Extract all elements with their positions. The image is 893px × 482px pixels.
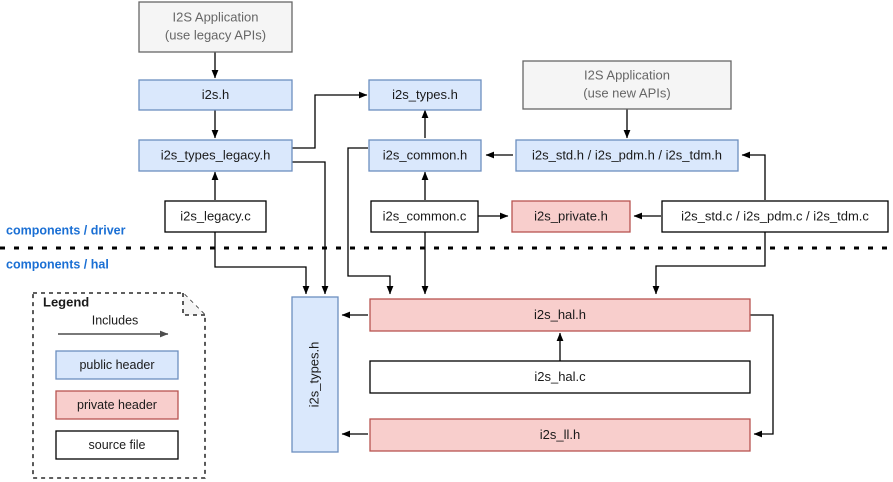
edge-types-legacy-to-types-h-top xyxy=(292,91,368,149)
node-i2s-ll-h-label: i2s_ll.h xyxy=(540,427,580,442)
edge-std-c-to-std-h xyxy=(741,151,766,200)
node-app-legacy-title: I2S Application xyxy=(172,9,258,24)
divider-label-driver: components / driver xyxy=(6,223,126,237)
node-app-new-title: I2S Application xyxy=(584,67,670,82)
node-i2s-types-legacy-h-label: i2s_types_legacy.h xyxy=(161,147,271,162)
node-i2s-types-h-top[interactable]: i2s_types.h xyxy=(368,79,482,111)
node-i2s-types-h-top-label: i2s_types.h xyxy=(392,87,458,102)
node-i2s-std-pdm-tdm-h-label: i2s_std.h / i2s_pdm.h / i2s_tdm.h xyxy=(532,147,722,162)
node-i2s-types-legacy-h[interactable]: i2s_types_legacy.h xyxy=(138,139,293,172)
node-i2s-common-h-label: i2s_common.h xyxy=(383,147,468,162)
node-i2s-legacy-c[interactable]: i2s_legacy.c xyxy=(164,200,267,233)
edge-common-h-left-down xyxy=(347,147,394,295)
node-i2s-common-c-label: i2s_common.c xyxy=(383,208,467,223)
legend-public-header-label: public header xyxy=(79,358,154,372)
edge-std-c-to-hal-h xyxy=(652,232,766,295)
legend-swatch-source-file: source file xyxy=(55,430,179,460)
node-i2s-hal-h-label: i2s_hal.h xyxy=(534,307,586,322)
node-app-legacy[interactable]: I2S Application (use legacy APIs) xyxy=(138,1,293,53)
node-i2s-types-h-vertical[interactable]: i2s_types.h xyxy=(291,296,339,453)
node-i2s-std-pdm-tdm-c[interactable]: i2s_std.c / i2s_pdm.c / i2s_tdm.c xyxy=(661,200,889,233)
edge-types-legacy-down-to-types-h xyxy=(292,161,329,295)
node-i2s-legacy-c-label: i2s_legacy.c xyxy=(180,208,251,223)
node-i2s-h[interactable]: i2s.h xyxy=(138,79,293,111)
node-app-new[interactable]: I2S Application (use new APIs) xyxy=(522,60,732,110)
edge-hal-h-to-ll-h xyxy=(750,314,774,438)
node-i2s-hal-h[interactable]: i2s_hal.h xyxy=(369,298,751,332)
legend-swatch-public-header: public header xyxy=(55,350,179,380)
node-app-legacy-subtitle: (use legacy APIs) xyxy=(165,27,266,42)
node-i2s-common-c[interactable]: i2s_common.c xyxy=(370,200,479,233)
node-i2s-std-pdm-tdm-c-label: i2s_std.c / i2s_pdm.c / i2s_tdm.c xyxy=(681,208,869,223)
legend-private-header-label: private header xyxy=(77,398,157,412)
node-app-new-subtitle: (use new APIs) xyxy=(583,85,670,100)
node-i2s-std-pdm-tdm-h[interactable]: i2s_std.h / i2s_pdm.h / i2s_tdm.h xyxy=(515,139,739,172)
node-i2s-hal-c-label: i2s_hal.c xyxy=(534,369,586,384)
node-i2s-private-h[interactable]: i2s_private.h xyxy=(511,200,631,233)
legend-title: Legend xyxy=(43,294,89,309)
node-i2s-types-h-vertical-label: i2s_types.h xyxy=(306,342,321,408)
edge-legacy-c-to-types-h xyxy=(214,232,310,295)
legend-includes-label: Includes xyxy=(92,313,139,327)
node-i2s-ll-h[interactable]: i2s_ll.h xyxy=(369,418,751,452)
node-i2s-h-label: i2s.h xyxy=(202,87,229,102)
node-i2s-common-h[interactable]: i2s_common.h xyxy=(368,139,482,172)
divider-label-hal: components / hal xyxy=(6,257,109,271)
node-i2s-private-h-label: i2s_private.h xyxy=(534,208,608,223)
legend-source-file-label: source file xyxy=(89,438,146,452)
legend-swatch-private-header: private header xyxy=(55,390,179,420)
legend: Legend Includes public header private he… xyxy=(32,292,206,479)
node-i2s-hal-c[interactable]: i2s_hal.c xyxy=(369,360,751,394)
